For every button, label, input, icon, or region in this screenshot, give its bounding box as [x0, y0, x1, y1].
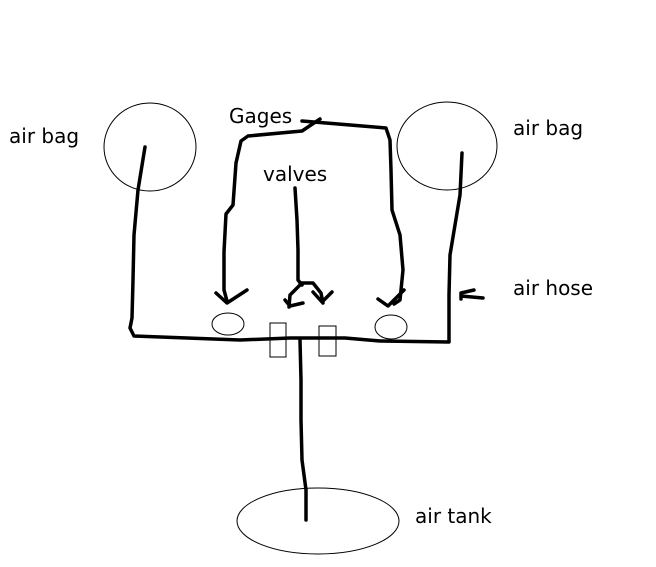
valves-pointer-right-head — [311, 290, 334, 304]
valves-pointer-left-head — [283, 298, 305, 308]
label-air-bag-right: air bag — [513, 116, 584, 140]
label-air-hose: air hose — [513, 276, 594, 300]
label-gages: Gages — [229, 104, 293, 128]
right-gage-oval — [374, 314, 408, 340]
gages-pointer-right-head — [376, 288, 406, 308]
right-air-bag-circle — [396, 101, 498, 191]
tank-feed-line — [298, 338, 308, 522]
main-air-line — [128, 145, 464, 344]
valves-pointer-right-branch — [298, 281, 325, 305]
air-hose-pointer-arrow — [459, 288, 485, 301]
left-gage-oval — [211, 312, 245, 336]
air-tank-oval — [236, 487, 400, 555]
label-air-tank: air tank — [415, 504, 492, 528]
right-valve-box — [318, 325, 337, 357]
label-air-bag-left: air bag — [9, 124, 80, 148]
label-valves: valves — [263, 162, 328, 186]
valves-pointer — [293, 186, 304, 287]
gages-pointer-left — [222, 117, 322, 303]
gages-pointer-right — [300, 119, 405, 306]
gages-pointer-left-head — [214, 288, 249, 305]
left-air-bag-circle — [103, 102, 197, 192]
